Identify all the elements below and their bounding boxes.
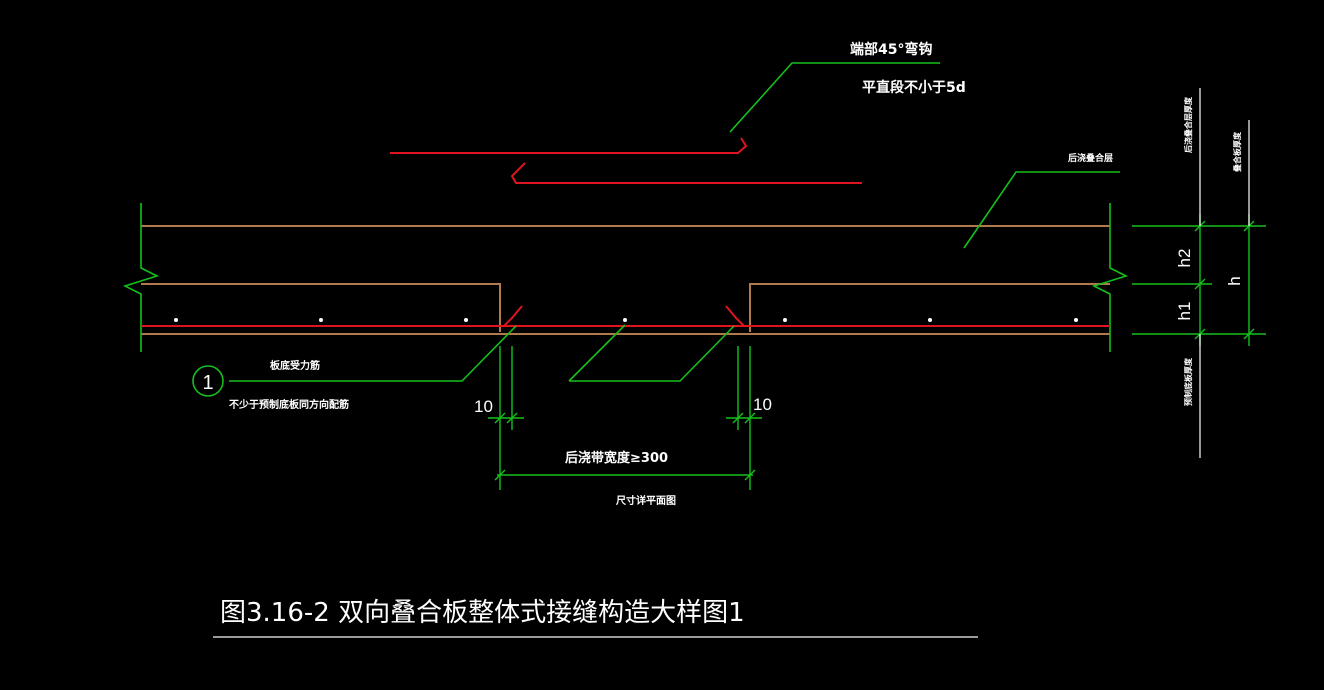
- bar-dot: [783, 318, 787, 322]
- topping-leader: [963, 171, 1120, 249]
- slab-outline: [141, 225, 1110, 335]
- callout-number: 1: [202, 372, 213, 394]
- bar-dot: [174, 318, 178, 322]
- composite-thickness-label: 叠合板厚度: [1232, 131, 1242, 172]
- bottom-bar-leader-right: [569, 325, 735, 382]
- bar-dot: [1074, 318, 1078, 322]
- top-rebar-upper: [390, 137, 748, 154]
- dim-tick: [494, 412, 506, 424]
- bar-dot: [464, 318, 468, 322]
- precast-thickness-label: 预制底板厚度: [1183, 357, 1193, 406]
- dim-tick: [1243, 328, 1255, 340]
- plan-reference-label: 尺寸详平面图: [616, 494, 676, 507]
- left-bottom-hook: [503, 305, 523, 327]
- bar-dot: [928, 318, 932, 322]
- break-lines: [122, 203, 1129, 352]
- right-break-line: [1091, 203, 1129, 352]
- dim-tick: [1194, 278, 1206, 290]
- dim-right-label: 10: [753, 395, 772, 414]
- dim-tick: [744, 469, 756, 481]
- transverse-bars: [174, 318, 1078, 322]
- topping-layer-label: 后浇叠合层: [1068, 152, 1113, 164]
- h1-label: h1: [1175, 302, 1194, 321]
- dim-tick: [732, 412, 744, 424]
- vertical-leader-lines: [1199, 88, 1250, 458]
- bar-dot: [623, 318, 627, 322]
- top-rebars: [390, 137, 862, 184]
- horizontal-dimensions: [488, 346, 762, 490]
- bottom-bar-leader-mid: [568, 324, 626, 382]
- topping-thickness-label: 后浇叠合层厚度: [1183, 96, 1193, 153]
- dim-tick: [494, 469, 506, 481]
- dim-left-label: 10: [474, 397, 493, 416]
- joint-width-label: 后浇带宽度≥300: [565, 450, 668, 466]
- right-panel-top: [749, 283, 1110, 332]
- hook-45-label: 端部45°弯钩: [850, 41, 932, 58]
- figure-title: 图3.16-2 双向叠合板整体式接缝构造大样图1: [220, 598, 745, 628]
- bottom-bar-note: 不少于预制底板同方向配筋: [229, 398, 349, 411]
- top-rebar-lower: [510, 162, 862, 184]
- bottom-rebar: [141, 305, 1110, 327]
- leader-lines: [229, 62, 1120, 382]
- bottom-bar-leader: [229, 325, 517, 382]
- straight-length-label: 平直段不小于5d: [862, 79, 966, 96]
- left-panel-top: [141, 283, 501, 332]
- callout-circle: [192, 365, 224, 397]
- bottom-bar-label: 板底受力筋: [270, 359, 320, 372]
- h-label: h: [1225, 276, 1244, 285]
- dim-tick: [506, 412, 518, 424]
- left-break-line: [122, 203, 160, 352]
- right-bottom-hook: [725, 305, 745, 327]
- bar-dot: [319, 318, 323, 322]
- dim-tick: [744, 412, 756, 424]
- vertical-dimensions: [1132, 214, 1266, 346]
- hook-leader: [729, 62, 940, 133]
- h2-label: h2: [1175, 249, 1194, 268]
